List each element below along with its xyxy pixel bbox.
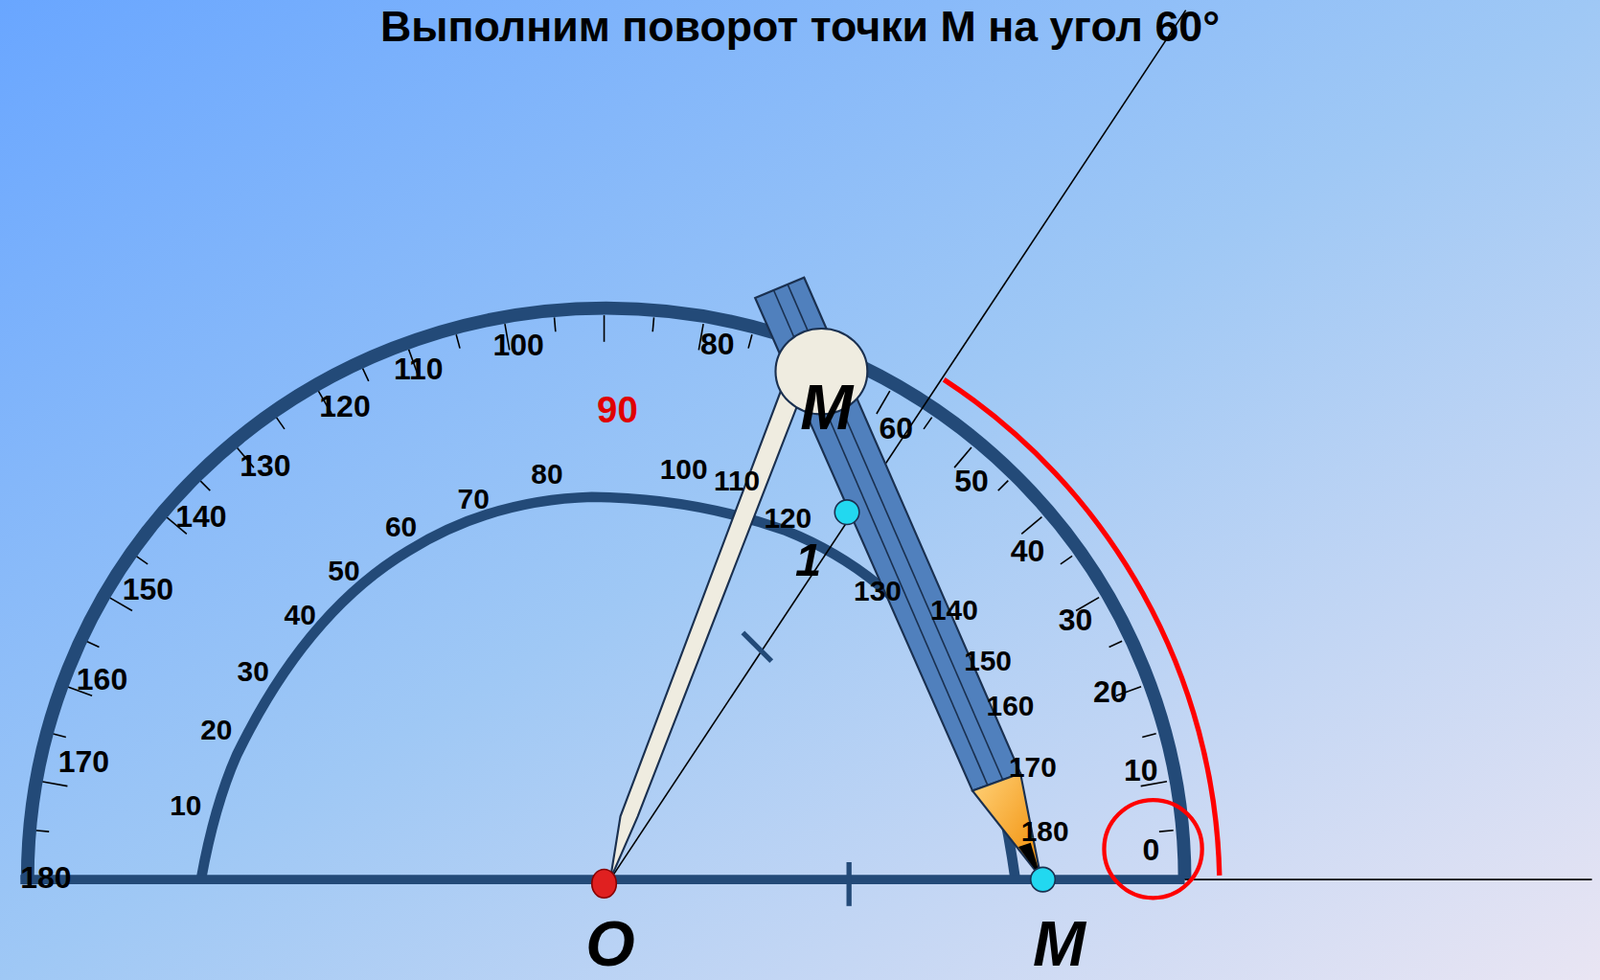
scale-number: 160: [76, 663, 128, 695]
scale-tick: [998, 480, 1009, 492]
scale-tick: [748, 334, 753, 348]
scale-tick: [603, 315, 606, 343]
scale-number: 90: [596, 391, 639, 429]
scale-number: 160: [986, 691, 1035, 721]
scale-number: 40: [1010, 535, 1046, 567]
scale-tick: [554, 317, 556, 332]
scale-tick: [86, 640, 100, 647]
scale-number: 30: [237, 658, 270, 687]
scale-tick: [923, 417, 933, 430]
scale-number: 70: [457, 485, 490, 515]
point-label: M: [1032, 912, 1086, 976]
scale-number: 180: [20, 862, 71, 893]
scale-tick: [456, 334, 460, 348]
scale-tick: [275, 417, 285, 430]
point-label: 1: [795, 535, 822, 583]
scale-number: 150: [963, 646, 1012, 676]
scale-number: 110: [713, 467, 760, 497]
scale-number: 100: [660, 455, 709, 484]
scale-number: 10: [169, 792, 202, 822]
scale-number: 20: [1093, 676, 1128, 708]
point-label: O: [585, 912, 635, 976]
point-label: M: [800, 376, 853, 440]
scale-tick: [51, 733, 66, 738]
scale-tick: [954, 447, 972, 468]
scale-number: 150: [122, 574, 174, 606]
scale-number: 50: [954, 466, 989, 498]
scale-tick: [41, 781, 68, 787]
scale-number: 170: [1008, 753, 1057, 782]
scale-tick: [1060, 555, 1073, 565]
scale-number: 60: [878, 412, 914, 444]
scale-tick: [876, 390, 891, 414]
scale-number: 120: [763, 503, 812, 533]
scale-number: 170: [58, 747, 110, 778]
scale-number: 110: [393, 354, 444, 386]
scale-number: 50: [327, 557, 360, 587]
scale-number: 80: [530, 459, 563, 489]
scale-number: 130: [239, 451, 291, 482]
scale-number: 80: [700, 328, 735, 360]
scale-number: 120: [319, 390, 370, 422]
scale-tick: [34, 830, 49, 832]
slide-title: Выполним поворот точки М на угол 60°: [380, 4, 1220, 48]
scale-number: 10: [1123, 754, 1159, 786]
scale-number: 30: [1058, 605, 1094, 637]
scale-number: 0: [1142, 834, 1161, 866]
scale-tick: [1109, 640, 1123, 647]
scale-number: 140: [930, 595, 979, 625]
scale-number: 40: [284, 600, 317, 630]
scale-number: 180: [1021, 817, 1070, 846]
scale-tick: [1021, 517, 1042, 535]
scale-number: 20: [200, 716, 232, 746]
scale-tick: [652, 317, 654, 332]
scale-number: 140: [175, 501, 227, 532]
scale-number: 100: [492, 329, 544, 361]
scale-tick: [362, 367, 368, 382]
scale-tick: [1142, 733, 1156, 738]
scale-number: 60: [385, 513, 417, 543]
scale-tick: [1159, 830, 1174, 832]
scale-tick: [136, 555, 148, 565]
scale-tick: [200, 480, 211, 492]
scale-number: 130: [853, 577, 902, 607]
